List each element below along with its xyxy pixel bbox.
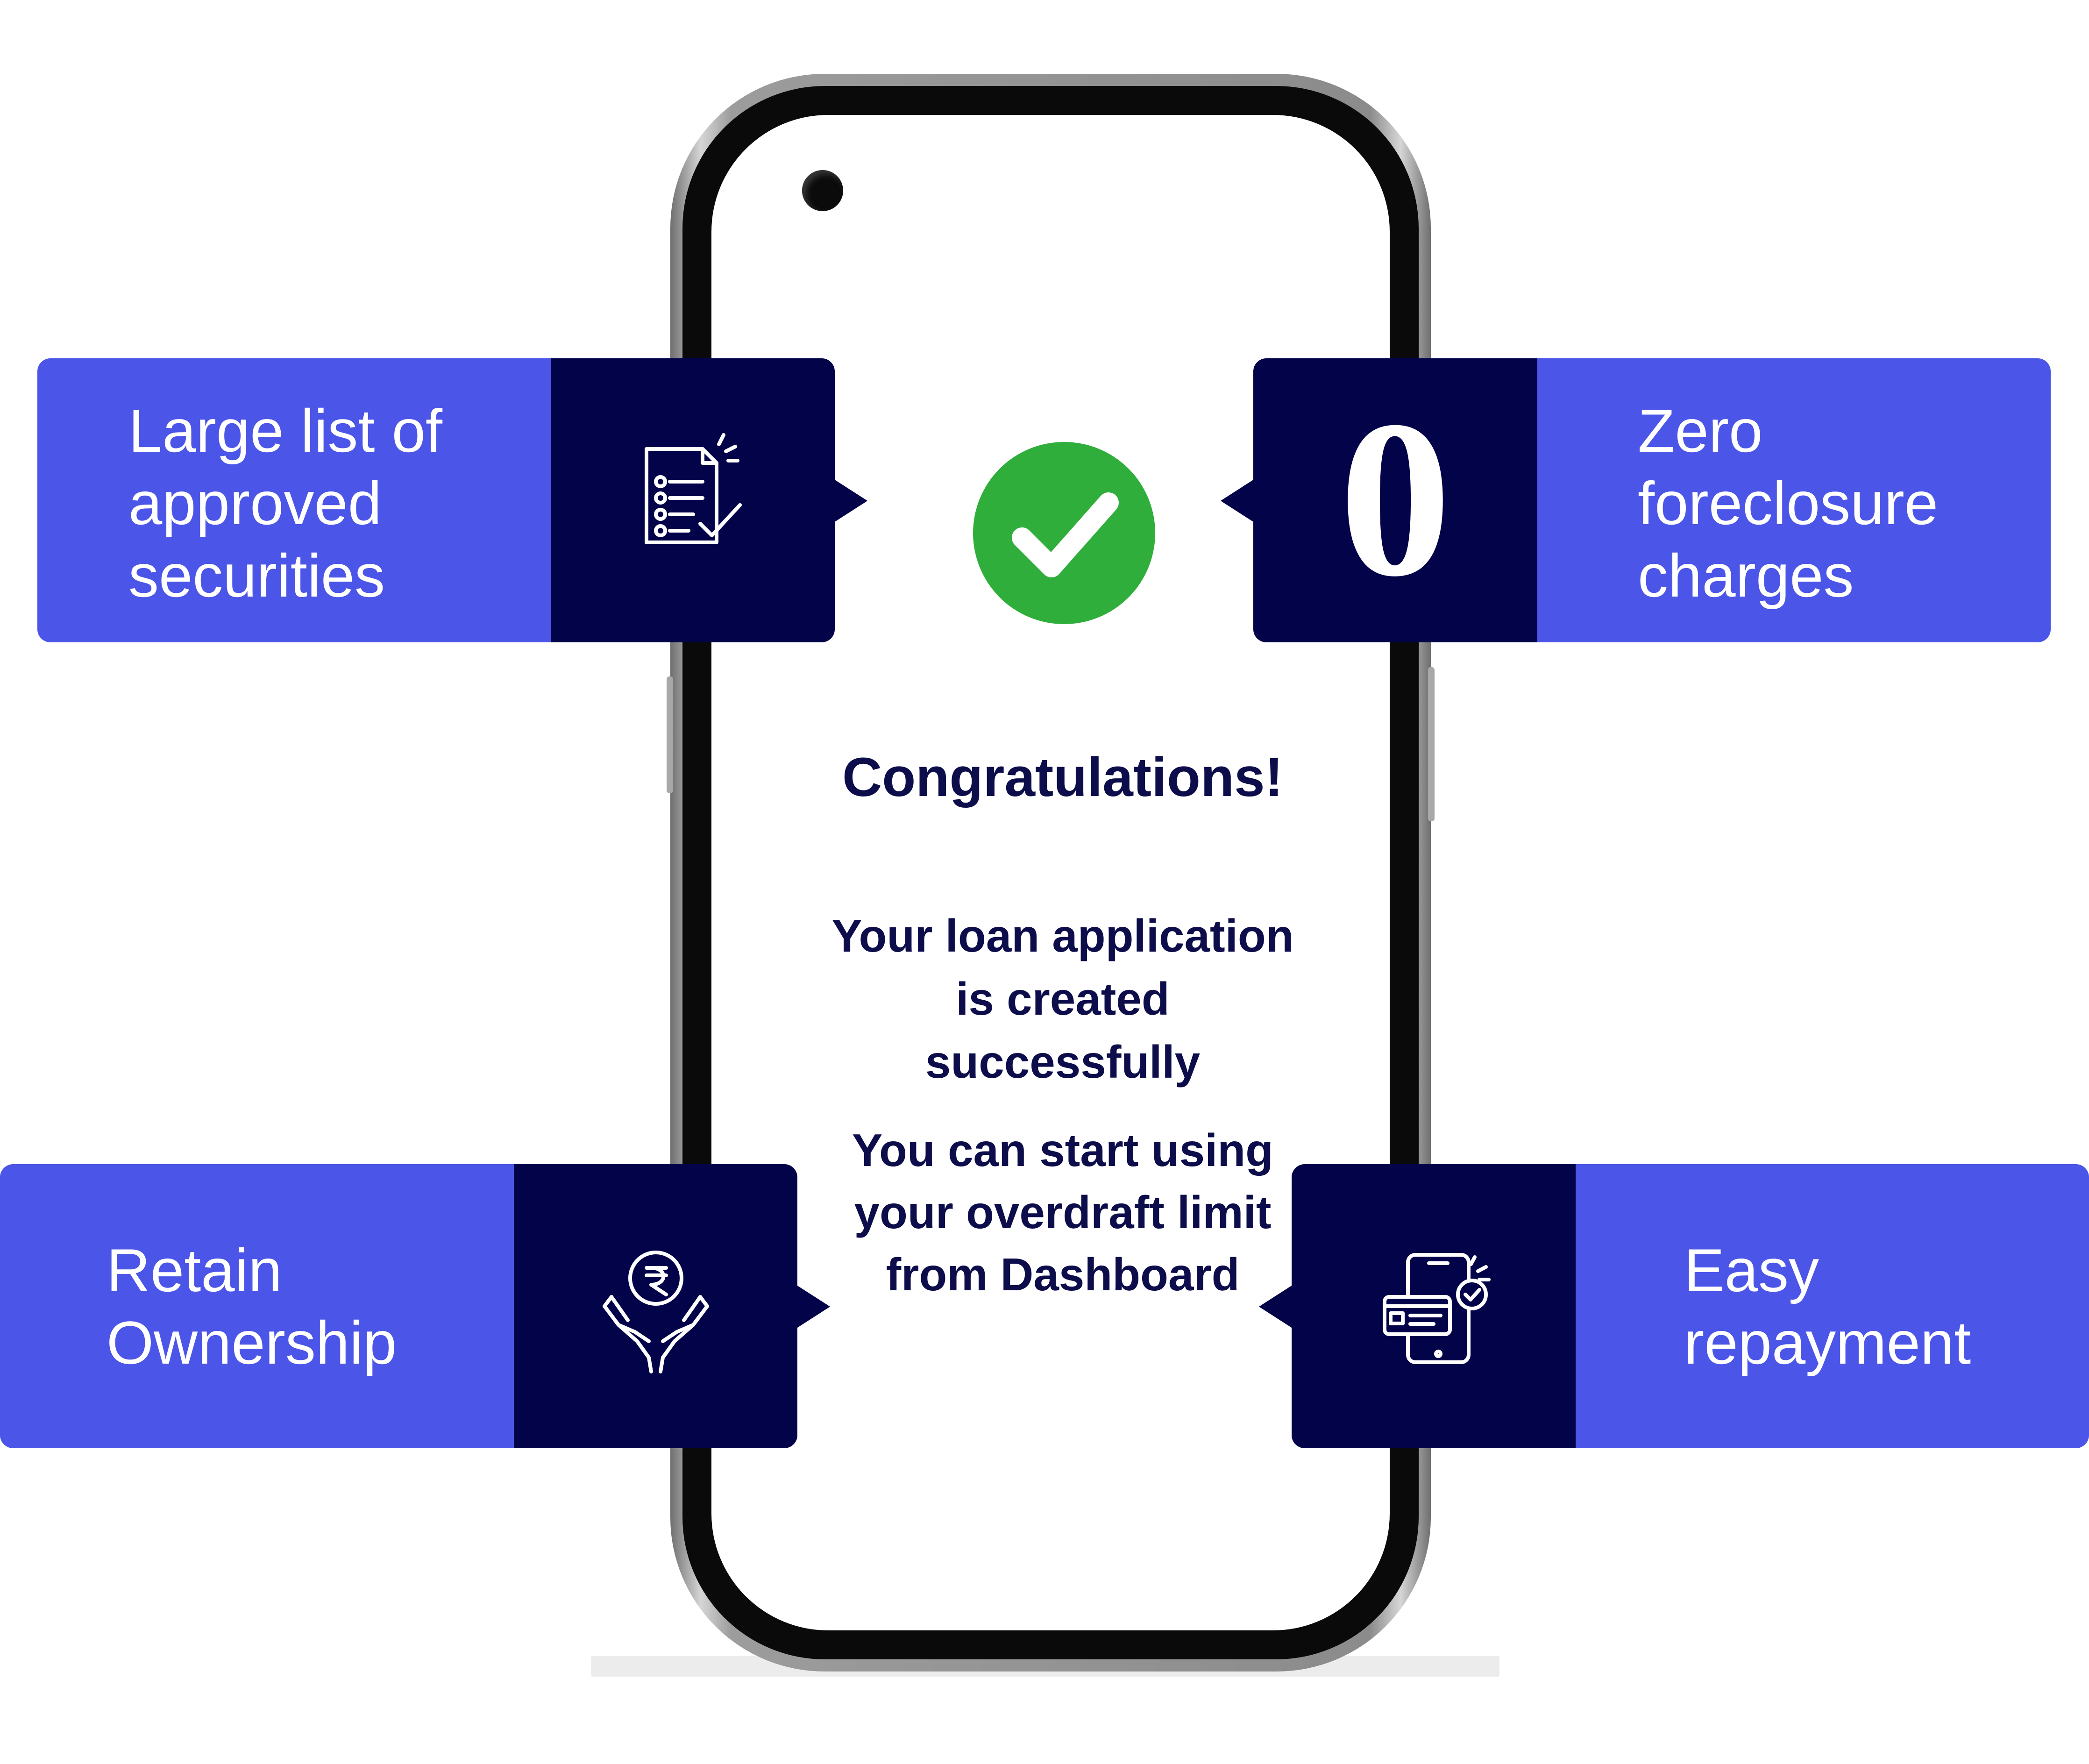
feature-label: Zero foreclosure charges <box>1537 358 2051 642</box>
card-pointer <box>835 480 867 522</box>
front-camera <box>802 170 843 211</box>
congratulations-title: Congratulations! <box>842 747 1283 808</box>
phone-side-button <box>667 676 673 793</box>
feature-icon-panel <box>1292 1164 1576 1448</box>
feature-label: Large list of approved securities <box>37 358 551 642</box>
card-pointer <box>797 1286 830 1328</box>
feature-card-easy-repayment: Easy repayment <box>1259 1164 2089 1448</box>
card-pointer <box>1259 1286 1292 1328</box>
mobile-payment-icon <box>1383 1253 1491 1364</box>
feature-card-approved-securities: Large list of approved securities <box>37 358 867 642</box>
zero-value: 0 <box>1339 374 1451 623</box>
overdraft-limit-message: You can start using your overdraft limit… <box>852 1124 1274 1300</box>
rupee-hands-icon <box>603 1251 709 1373</box>
feature-card-zero-foreclosure: 0 Zero foreclosure charges <box>1221 358 2051 642</box>
feature-icon-panel <box>514 1164 797 1448</box>
feature-label: Retain Ownership <box>0 1164 514 1448</box>
loan-created-message: Your loan application is created success… <box>831 910 1294 1088</box>
phone-screen: Congratulations! Your loan application i… <box>711 115 1390 1630</box>
feature-label: Easy repayment <box>1576 1164 2089 1448</box>
feature-card-retain-ownership: Retain Ownership <box>0 1164 830 1448</box>
checklist-icon <box>645 433 742 544</box>
phone-side-button <box>1428 667 1435 821</box>
feature-icon-panel <box>551 358 835 642</box>
card-pointer <box>1221 480 1253 522</box>
feature-icon-panel: 0 <box>1253 358 1537 642</box>
success-check-icon <box>973 442 1155 624</box>
